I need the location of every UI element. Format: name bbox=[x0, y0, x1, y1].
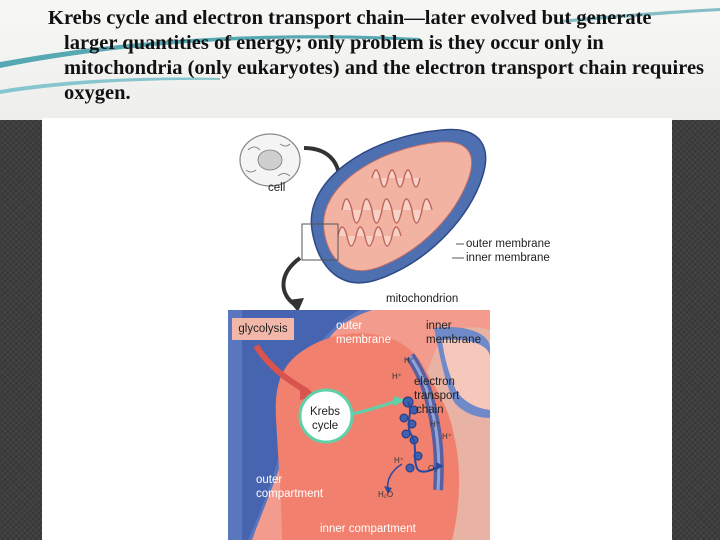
label-etc-2: transport bbox=[414, 390, 460, 402]
label-outer-compartment-2: compartment bbox=[256, 488, 324, 500]
diagram-artwork bbox=[228, 128, 490, 540]
label-glycolysis: glycolysis bbox=[232, 318, 294, 340]
label-o2: O₂ bbox=[428, 464, 438, 473]
label-mitochondrion: mitochondrion bbox=[386, 293, 459, 305]
label-etc-3: chain bbox=[416, 404, 444, 416]
mitochondrion-illustration bbox=[301, 128, 487, 284]
label-inner-membrane-zoom-1: inner bbox=[426, 320, 452, 332]
cell-illustration bbox=[239, 133, 301, 187]
teal-swoosh-decoration bbox=[0, 8, 720, 94]
label-outer-compartment-1: outer bbox=[256, 474, 283, 486]
label-h-plus-2: H⁺ bbox=[392, 372, 402, 381]
label-cell: cell bbox=[268, 182, 286, 194]
label-outer-membrane: outer membrane bbox=[466, 238, 551, 250]
label-outer-membrane-zoom-2: membrane bbox=[336, 334, 391, 346]
label-krebs-1: Krebs bbox=[310, 406, 341, 418]
label-h-plus-4: H⁺ bbox=[442, 432, 452, 441]
label-krebs-2: cycle bbox=[312, 420, 339, 432]
mitochondrion-diagram: cell outer membrane inner membrane mitoc… bbox=[42, 118, 672, 540]
label-h-plus-5: H⁺ bbox=[394, 456, 404, 465]
label-h-plus-3: H⁺ bbox=[430, 420, 440, 429]
zoomed-membrane-panel bbox=[228, 310, 490, 540]
title-band bbox=[0, 0, 720, 120]
slide-title: Krebs cycle and electron transport chain… bbox=[48, 7, 705, 104]
label-inner-compartment: inner compartment bbox=[320, 523, 416, 535]
label-outer-membrane-zoom-1: outer bbox=[336, 320, 363, 332]
label-inner-membrane-zoom-2: membrane bbox=[426, 334, 481, 346]
label-inner-membrane: inner membrane bbox=[466, 252, 550, 264]
label-etc-1: electron bbox=[414, 376, 455, 388]
label-h-plus-1: H⁺ bbox=[404, 356, 414, 365]
label-h2o: H₂O bbox=[378, 490, 394, 499]
